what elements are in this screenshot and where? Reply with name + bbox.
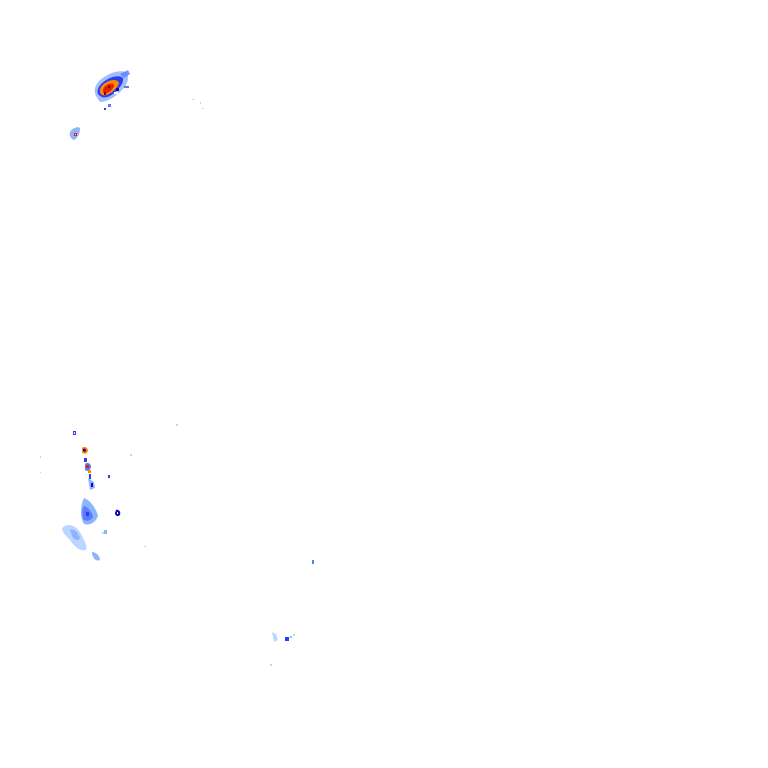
echo-specks-north xyxy=(192,99,204,109)
echo-cell-northwest-small xyxy=(69,127,80,140)
echo-cell-northwest-main xyxy=(94,70,130,110)
echo-band-southwest xyxy=(73,431,121,525)
echo-scatter-southwest xyxy=(40,424,178,561)
echo-specks-south-central xyxy=(270,560,314,666)
